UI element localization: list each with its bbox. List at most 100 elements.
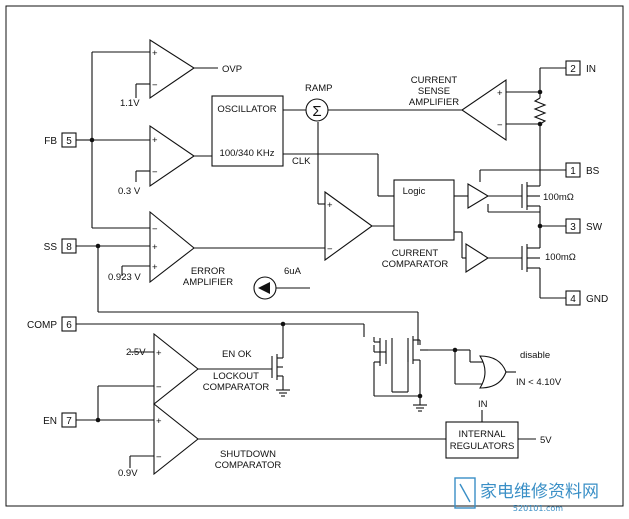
pin-en[interactable]: 7: [61, 412, 77, 428]
current-comparator: [324, 190, 373, 262]
current-sense-label-3: AMPLIFIER: [409, 97, 459, 108]
pin-en-number: 7: [66, 416, 72, 427]
internal-regulators-block: [445, 421, 519, 459]
clk-label: CLK: [292, 156, 311, 167]
internal-regulators-label-2: REGULATORS: [450, 441, 515, 452]
lockout-comparator-label-2: COMPARATOR: [203, 382, 270, 393]
pin-sw[interactable]: 3: [565, 218, 581, 234]
high-side-rds-label: 100mΩ: [543, 192, 574, 203]
sum-symbol: Σ: [312, 103, 321, 120]
svg-text:−: −: [152, 80, 158, 91]
ramp-label: RAMP: [305, 83, 332, 94]
pin-bs-number: 1: [570, 166, 576, 177]
error-amplifier-label-2: AMPLIFIER: [183, 277, 233, 288]
svg-text:+: +: [497, 88, 503, 99]
ref-0v9-label: 0.9V: [118, 468, 138, 479]
current-sense-amplifier: [461, 78, 507, 142]
pin-sw-label: SW: [586, 222, 603, 233]
pin-in[interactable]: 2: [565, 60, 581, 76]
pin-bs[interactable]: 1: [565, 162, 581, 178]
oscillator-block: [211, 95, 284, 167]
pin-fb-label: FB: [44, 136, 57, 147]
watermark-url: 520101.com: [513, 504, 563, 513]
disable-label: disable: [520, 350, 550, 361]
ref-1v1-label: 1.1V: [120, 98, 140, 109]
junction-dots: [89, 89, 543, 423]
pin-comp-label: COMP: [27, 320, 57, 331]
svg-text:−: −: [152, 224, 158, 235]
pin-gnd-label: GND: [586, 294, 608, 305]
current-comparator-label-2: COMPARATOR: [382, 259, 449, 270]
svg-text:+: +: [327, 200, 333, 211]
ground-symbols: [276, 389, 427, 412]
svg-text:−: −: [497, 120, 503, 131]
svg-text:+: +: [156, 348, 162, 359]
oscillator-label: OSCILLATOR: [217, 104, 276, 115]
pin-ss-label: SS: [44, 242, 58, 253]
svg-text:−: −: [156, 382, 162, 393]
watermark-text: 家电维修资料网: [480, 482, 599, 502]
current-source-label: 6uA: [284, 266, 302, 277]
pin-ss-number: 8: [66, 242, 72, 253]
pin-fb[interactable]: 5: [61, 132, 77, 148]
internal-regulators-label-1: INTERNAL: [459, 429, 506, 440]
en-ok-mosfet: [271, 352, 284, 380]
logic-label: Logic: [403, 186, 426, 197]
en-ok-label: EN OK: [222, 349, 252, 360]
svg-text:−: −: [327, 244, 333, 255]
disable-or-gate: [479, 355, 507, 389]
watermark: 家电维修资料网 520101.com: [454, 477, 599, 513]
watermark-logo-icon: [454, 477, 476, 509]
oscillator-freq-label: 100/340 KHz: [220, 148, 275, 159]
pmos-right: [407, 336, 428, 383]
pin-bs-label: BS: [586, 166, 600, 177]
lockout-comparator-label-1: LOCKOUT: [213, 371, 259, 382]
regulator-in-label: IN: [478, 399, 488, 410]
ramp-summer: [305, 98, 329, 122]
current-sense-label-1: CURRENT: [411, 75, 458, 86]
shutdown-comparator: [153, 402, 199, 476]
lockout-comparator: [153, 332, 199, 406]
in-threshold-label: IN < 4.10V: [516, 377, 562, 388]
ref-0v923-label: 0.923 V: [108, 272, 141, 283]
pin-en-label: EN: [43, 416, 57, 427]
pin-in-label: IN: [586, 64, 596, 75]
pin-ss[interactable]: 8: [61, 238, 77, 254]
error-amplifier-label-1: ERROR: [191, 266, 225, 277]
shutdown-comparator-label-1: SHUTDOWN: [220, 449, 276, 460]
pmos-left: [373, 337, 387, 367]
svg-text:+: +: [156, 416, 162, 427]
ovp-label: OVP: [222, 64, 242, 75]
shutdown-comparator-label-2: COMPARATOR: [215, 460, 282, 471]
pin-comp[interactable]: 6: [61, 316, 77, 332]
pin-comp-number: 6: [66, 320, 72, 331]
svg-text:−: −: [152, 167, 158, 178]
ref-0v3-label: 0.3 V: [118, 186, 141, 197]
regulator-5v-label: 5V: [540, 435, 552, 446]
current-sense-label-2: SENSE: [418, 86, 450, 97]
svg-text:+: +: [152, 135, 158, 146]
low-side-mosfet: [521, 242, 541, 274]
svg-text:+: +: [152, 262, 158, 273]
pin-in-number: 2: [570, 64, 576, 75]
high-side-mosfet: [521, 180, 541, 212]
high-side-driver: [467, 183, 490, 209]
wires: [76, 51, 566, 468]
pin-fb-number: 5: [66, 136, 72, 147]
current-comparator-label-1: CURRENT: [392, 248, 439, 259]
logic-block: [393, 179, 455, 241]
ovp-comparator: [149, 38, 195, 100]
undervoltage-comparator: [149, 124, 195, 188]
diagram-frame: [5, 5, 624, 507]
pin-gnd[interactable]: 4: [565, 290, 581, 306]
ref-2v5-label: 2.5V: [126, 347, 146, 358]
svg-text:+: +: [152, 48, 158, 59]
sense-resistor: [533, 97, 547, 128]
svg-text:+: +: [152, 242, 158, 253]
low-side-rds-label: 100mΩ: [545, 252, 576, 263]
pin-sw-number: 3: [570, 222, 576, 233]
pin-gnd-number: 4: [570, 294, 576, 305]
error-amplifier: [149, 210, 195, 284]
current-source-arrow-icon: [258, 282, 270, 294]
